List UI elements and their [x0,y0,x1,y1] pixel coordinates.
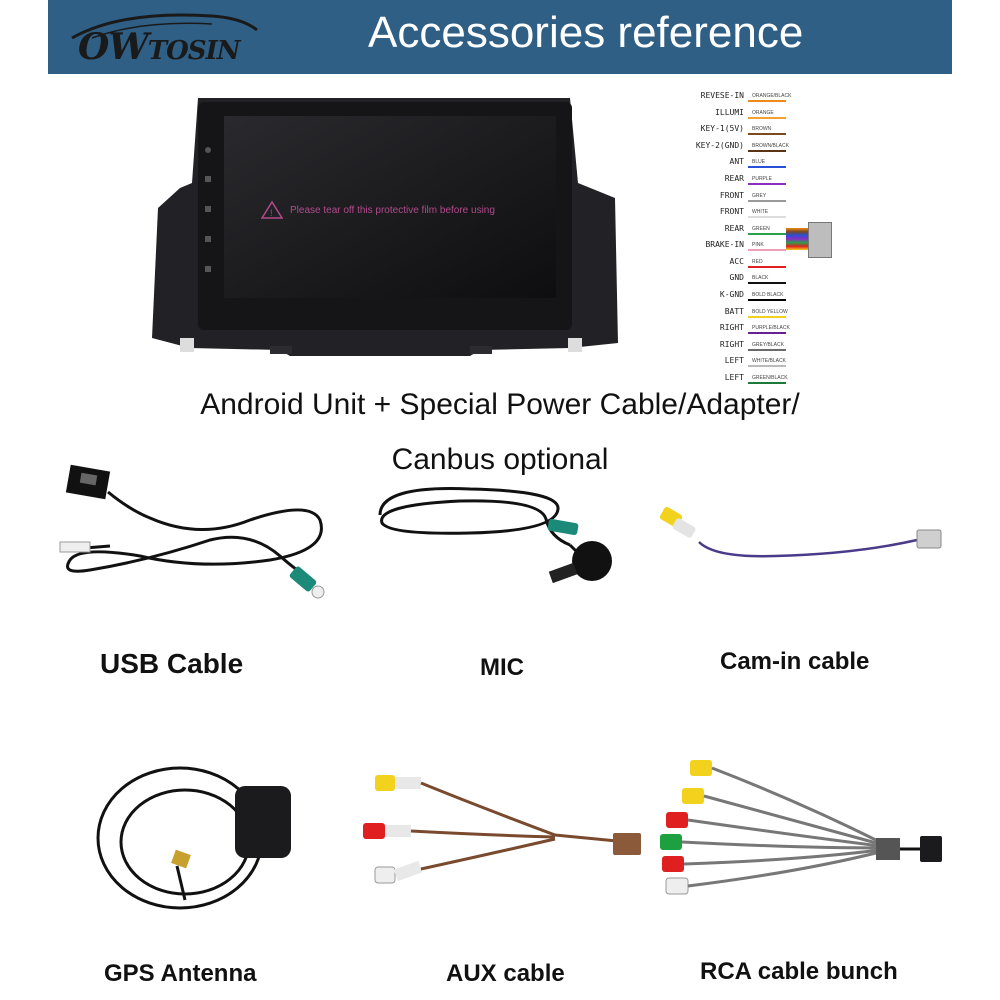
wire-color-label: WHITE/BLACK [752,358,786,365]
wire-color-label: GREY [752,192,767,199]
wire-line [748,199,786,202]
wire-color-label: GREEN [752,225,770,232]
wire-line [748,182,786,185]
wire-color-label: GREEN/BLACK [752,375,788,381]
wire-pin-label: BRAKE-IN [705,240,744,250]
wiring-harness-diagram: REVESE-IN ORANGE/BLACK ILLUMI ORANGE KEY-1(5… [696,88,836,388]
wire-line [748,133,786,136]
page-title: Accessories reference [368,8,804,57]
wire-color-label: GREY/BLACK [752,341,784,348]
brand-logo: OWTOSIN [62,8,262,68]
wire-pin-label: ANT [729,157,744,167]
wire-color-label: PINK [752,242,764,249]
wire-color-label: RED [752,258,763,265]
harness-wire-bundle [786,228,808,250]
mic-image [378,487,612,584]
android-head-unit-image: ! Please tear off this protective film b… [152,98,618,356]
wire-pin-label: LEFT [724,373,744,382]
gps-antenna-image [96,766,291,910]
wire-pin-label: REAR [724,223,744,233]
wire-pin-label: REAR [724,173,744,183]
cam-in-cable-label: Cam-in cable [720,648,870,675]
wire-line [748,216,786,219]
wire-pin-label: FRONT [719,207,744,217]
wire-pin-label: KEY-1(5V) [700,124,744,134]
wire-pin-label: FRONT [719,190,744,200]
wire-pin-label: RIGHT [719,339,744,349]
wire-line [748,166,786,169]
wire-line [748,249,786,252]
aux-cable-label: AUX cable [446,960,565,987]
wire-pin-label: REVESE-IN [700,91,744,100]
wire-line [748,282,786,285]
wire-pin-label: BATT [724,306,744,316]
usb-cable-label: USB Cable [100,648,244,679]
brand-name: OWTOSIN [78,26,240,68]
harness-connector [808,222,832,258]
wire-color-label: BLACK [752,275,769,282]
wire-color-label: BROWN/BLACK [752,142,789,149]
wire-line [748,365,786,368]
mic-label: MIC [480,654,524,681]
wire-line [748,149,786,152]
wire-color-label: BOLD YELLOW [752,308,788,315]
wire-line [748,116,786,119]
wire-color-label: BROWN [752,126,772,133]
wire-pin-label: LEFT [724,356,744,366]
usb-cable-image [59,464,325,599]
wire-color-label: PURPLE [752,175,773,182]
logo-swoosh-icon [71,13,258,40]
rca-cable-bunch-label: RCA cable bunch [700,958,898,985]
wire-line [748,332,786,335]
wire-pin-label: RIGHT [719,323,744,333]
wire-color-label: WHITE [752,209,769,216]
wire-line [748,315,786,318]
wire-line [748,299,786,302]
wire-line [748,382,786,384]
wire-line [748,232,786,235]
header-banner: OWTOSIN Accessories reference [48,0,952,74]
gps-antenna-label: GPS Antenna [104,960,257,987]
wire-color-label: ORANGE/BLACK [752,93,792,99]
wire-line [748,348,786,351]
svg-text:!: ! [270,208,273,218]
wire-color-label: PURPLE/BLACK [752,325,790,332]
wire-pin-label: KEY-2(GND) [695,140,744,150]
cam-in-cable-image [659,507,942,558]
wire-pin-label: GND [729,273,744,283]
wire-line [748,265,786,268]
screen-notice-text: Please tear off this protective film bef… [290,205,495,216]
wire-pin-label: ILLUMI [715,107,744,117]
rca-cable-bunch-image [660,760,942,895]
wire-color-label: BOLD BLACK [752,292,784,299]
wire-pin-label: ACC [729,256,744,266]
wire-color-label: ORANGE [752,109,774,116]
aux-cable-image [363,775,641,884]
wire-line [748,100,786,102]
main-caption-line1: Android Unit + Special Power Cable/Adapt… [200,388,800,421]
main-caption-line2: Canbus optional [391,443,609,476]
wire-pin-label: K-GND [719,290,744,300]
wire-color-label: BLUE [752,159,766,166]
